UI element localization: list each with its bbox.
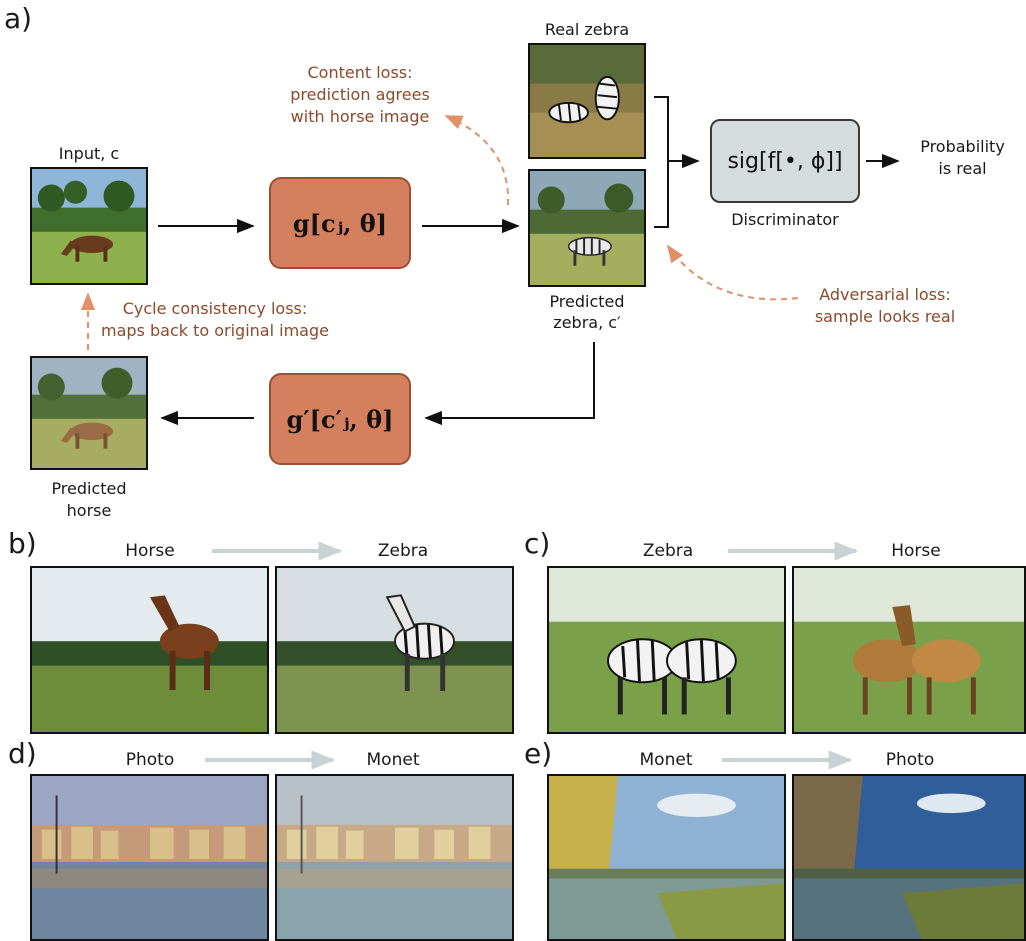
panel-e-photo xyxy=(792,774,1026,941)
panel-d-to-label: Monet xyxy=(366,750,420,770)
diagram-arrows xyxy=(80,96,900,426)
predicted-horse-caption-line2: horse xyxy=(66,501,112,520)
predicted-zebra-caption-line1: Predicted xyxy=(549,292,625,311)
panel-b-horse-photo xyxy=(30,566,269,734)
content-loss-line1: Content loss: xyxy=(307,63,413,82)
input-horse-image xyxy=(30,167,148,285)
predicted-zebra-image xyxy=(528,169,646,287)
panel-label-c: c) xyxy=(524,527,551,560)
adversarial-loss-line1: Adversarial loss: xyxy=(819,285,951,304)
predicted-horse-caption-line1: Predicted xyxy=(51,479,127,498)
transfer-arrows xyxy=(205,541,859,770)
generator-box: g[cⱼ, θ] xyxy=(269,177,411,269)
bracket-to-discriminator xyxy=(654,96,669,228)
arrow-zebra-to-inverse-generator xyxy=(424,342,595,426)
panel-c-from-label: Zebra xyxy=(642,541,694,561)
panel-d-photo xyxy=(30,774,269,941)
inverse-generator-box: g′[c′ⱼ, θ] xyxy=(269,373,411,465)
real-zebra-caption: Real zebra xyxy=(544,20,630,39)
panel-c-zebra-photo xyxy=(547,566,786,734)
panel-e-monet xyxy=(547,774,786,941)
panel-d-monet xyxy=(275,774,514,941)
panel-c-horse-photo xyxy=(792,566,1026,734)
discriminator-caption: Discriminator xyxy=(731,210,839,229)
adversarial-loss-line2: sample looks real xyxy=(814,307,956,326)
panel-b-zebra-photo xyxy=(275,566,514,734)
panel-e-to-label: Photo xyxy=(885,750,935,770)
predicted-zebra-caption-line2: zebra, c′ xyxy=(553,313,621,332)
panel-b-to-label: Zebra xyxy=(377,541,429,561)
panel-label-d: d) xyxy=(8,737,37,770)
output-caption-line1: Probability xyxy=(920,137,1005,156)
cycle-loss-line1: Cycle consistency loss: xyxy=(122,299,308,318)
panel-label-a: a) xyxy=(4,2,33,35)
real-zebra-image xyxy=(528,43,646,159)
content-loss-arrow xyxy=(444,115,510,206)
input-caption: Input, c xyxy=(58,144,120,163)
panel-label-b: b) xyxy=(8,527,37,560)
panel-c-to-label: Horse xyxy=(891,541,941,561)
panel-d-from-label: Photo xyxy=(125,750,175,770)
content-loss-line2: prediction agrees xyxy=(290,85,430,104)
panel-label-e: e) xyxy=(524,737,553,770)
content-loss-line3: with horse image xyxy=(290,107,430,126)
cycle-loss-line2: maps back to original image xyxy=(101,321,329,340)
predicted-horse-image xyxy=(30,356,148,470)
adversarial-loss-arrow xyxy=(666,244,799,301)
output-caption-line2: is real xyxy=(938,159,987,178)
panel-e-from-label: Monet xyxy=(639,750,693,770)
panel-b-from-label: Horse xyxy=(125,541,175,561)
discriminator-box: sig[f[•, ϕ]] xyxy=(710,119,860,203)
